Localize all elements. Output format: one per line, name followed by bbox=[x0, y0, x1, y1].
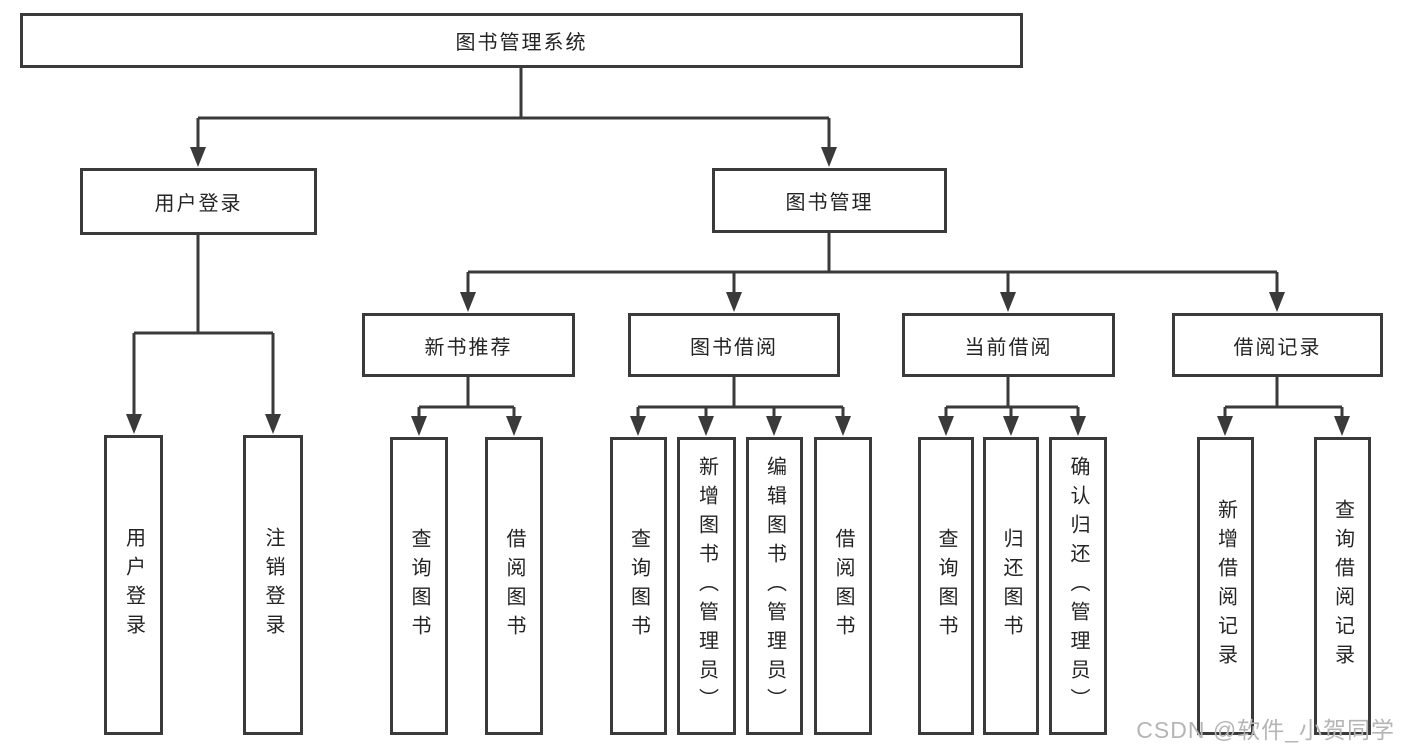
node-label: 查询图书 bbox=[935, 528, 957, 644]
leaf-recommend-borrow-books: 借阅图书 bbox=[485, 437, 543, 735]
node-label: 新书推荐 bbox=[424, 336, 513, 359]
node-book-borrow: 图书借阅 bbox=[628, 313, 840, 377]
leaf-borrow-query-books: 查询图书 bbox=[610, 437, 667, 735]
node-label: 注销登录 bbox=[262, 527, 284, 643]
node-label: 新增图书（管理员） bbox=[695, 455, 718, 717]
node-label: 借阅记录 bbox=[1233, 336, 1322, 359]
node-label: 查询图书 bbox=[408, 528, 430, 644]
leaf-records-add-record: 新增借阅记录 bbox=[1197, 437, 1254, 735]
leaf-current-return-books: 归还图书 bbox=[983, 437, 1039, 735]
node-label: 确认归还（管理员） bbox=[1067, 455, 1089, 717]
node-user-login: 用户登录 bbox=[80, 168, 317, 235]
node-label: 用户登录 bbox=[154, 193, 243, 215]
node-label: 新增借阅记录 bbox=[1214, 499, 1237, 673]
leaf-current-query-books: 查询图书 bbox=[918, 437, 974, 735]
node-book-management: 图书管理 bbox=[712, 168, 947, 233]
node-label: 图书管理系统 bbox=[455, 32, 588, 54]
node-label: 用户登录 bbox=[122, 527, 145, 643]
node-label: 图书管理 bbox=[785, 192, 874, 214]
leaf-recommend-query-books: 查询图书 bbox=[390, 437, 448, 735]
leaf-records-query-record: 查询借阅记录 bbox=[1314, 437, 1371, 735]
node-label: 查询图书 bbox=[627, 528, 650, 644]
node-root: 图书管理系统 bbox=[20, 13, 1023, 68]
node-label: 归还图书 bbox=[1000, 528, 1022, 644]
node-label: 借阅图书 bbox=[503, 528, 525, 644]
leaf-borrow-add-books-admin: 新增图书（管理员） bbox=[677, 437, 736, 735]
node-new-book-recommend: 新书推荐 bbox=[362, 313, 575, 377]
node-label: 查询借阅记录 bbox=[1331, 499, 1354, 673]
watermark: CSDN @软件_小贺同学 bbox=[1136, 717, 1395, 743]
node-label: 当前借阅 bbox=[964, 336, 1053, 359]
node-label: 借阅图书 bbox=[832, 528, 854, 644]
leaf-borrow-borrow-books: 借阅图书 bbox=[814, 437, 872, 735]
leaf-logout: 注销登录 bbox=[243, 435, 303, 735]
leaf-user-login: 用户登录 bbox=[104, 435, 163, 735]
node-current-borrow: 当前借阅 bbox=[902, 313, 1115, 377]
leaf-current-confirm-return-admin: 确认归还（管理员） bbox=[1049, 437, 1107, 735]
node-borrow-records: 借阅记录 bbox=[1172, 313, 1383, 377]
node-label: 编辑图书（管理员） bbox=[763, 455, 786, 717]
node-label: 图书借阅 bbox=[690, 336, 778, 359]
leaf-borrow-edit-books-admin: 编辑图书（管理员） bbox=[746, 437, 803, 735]
